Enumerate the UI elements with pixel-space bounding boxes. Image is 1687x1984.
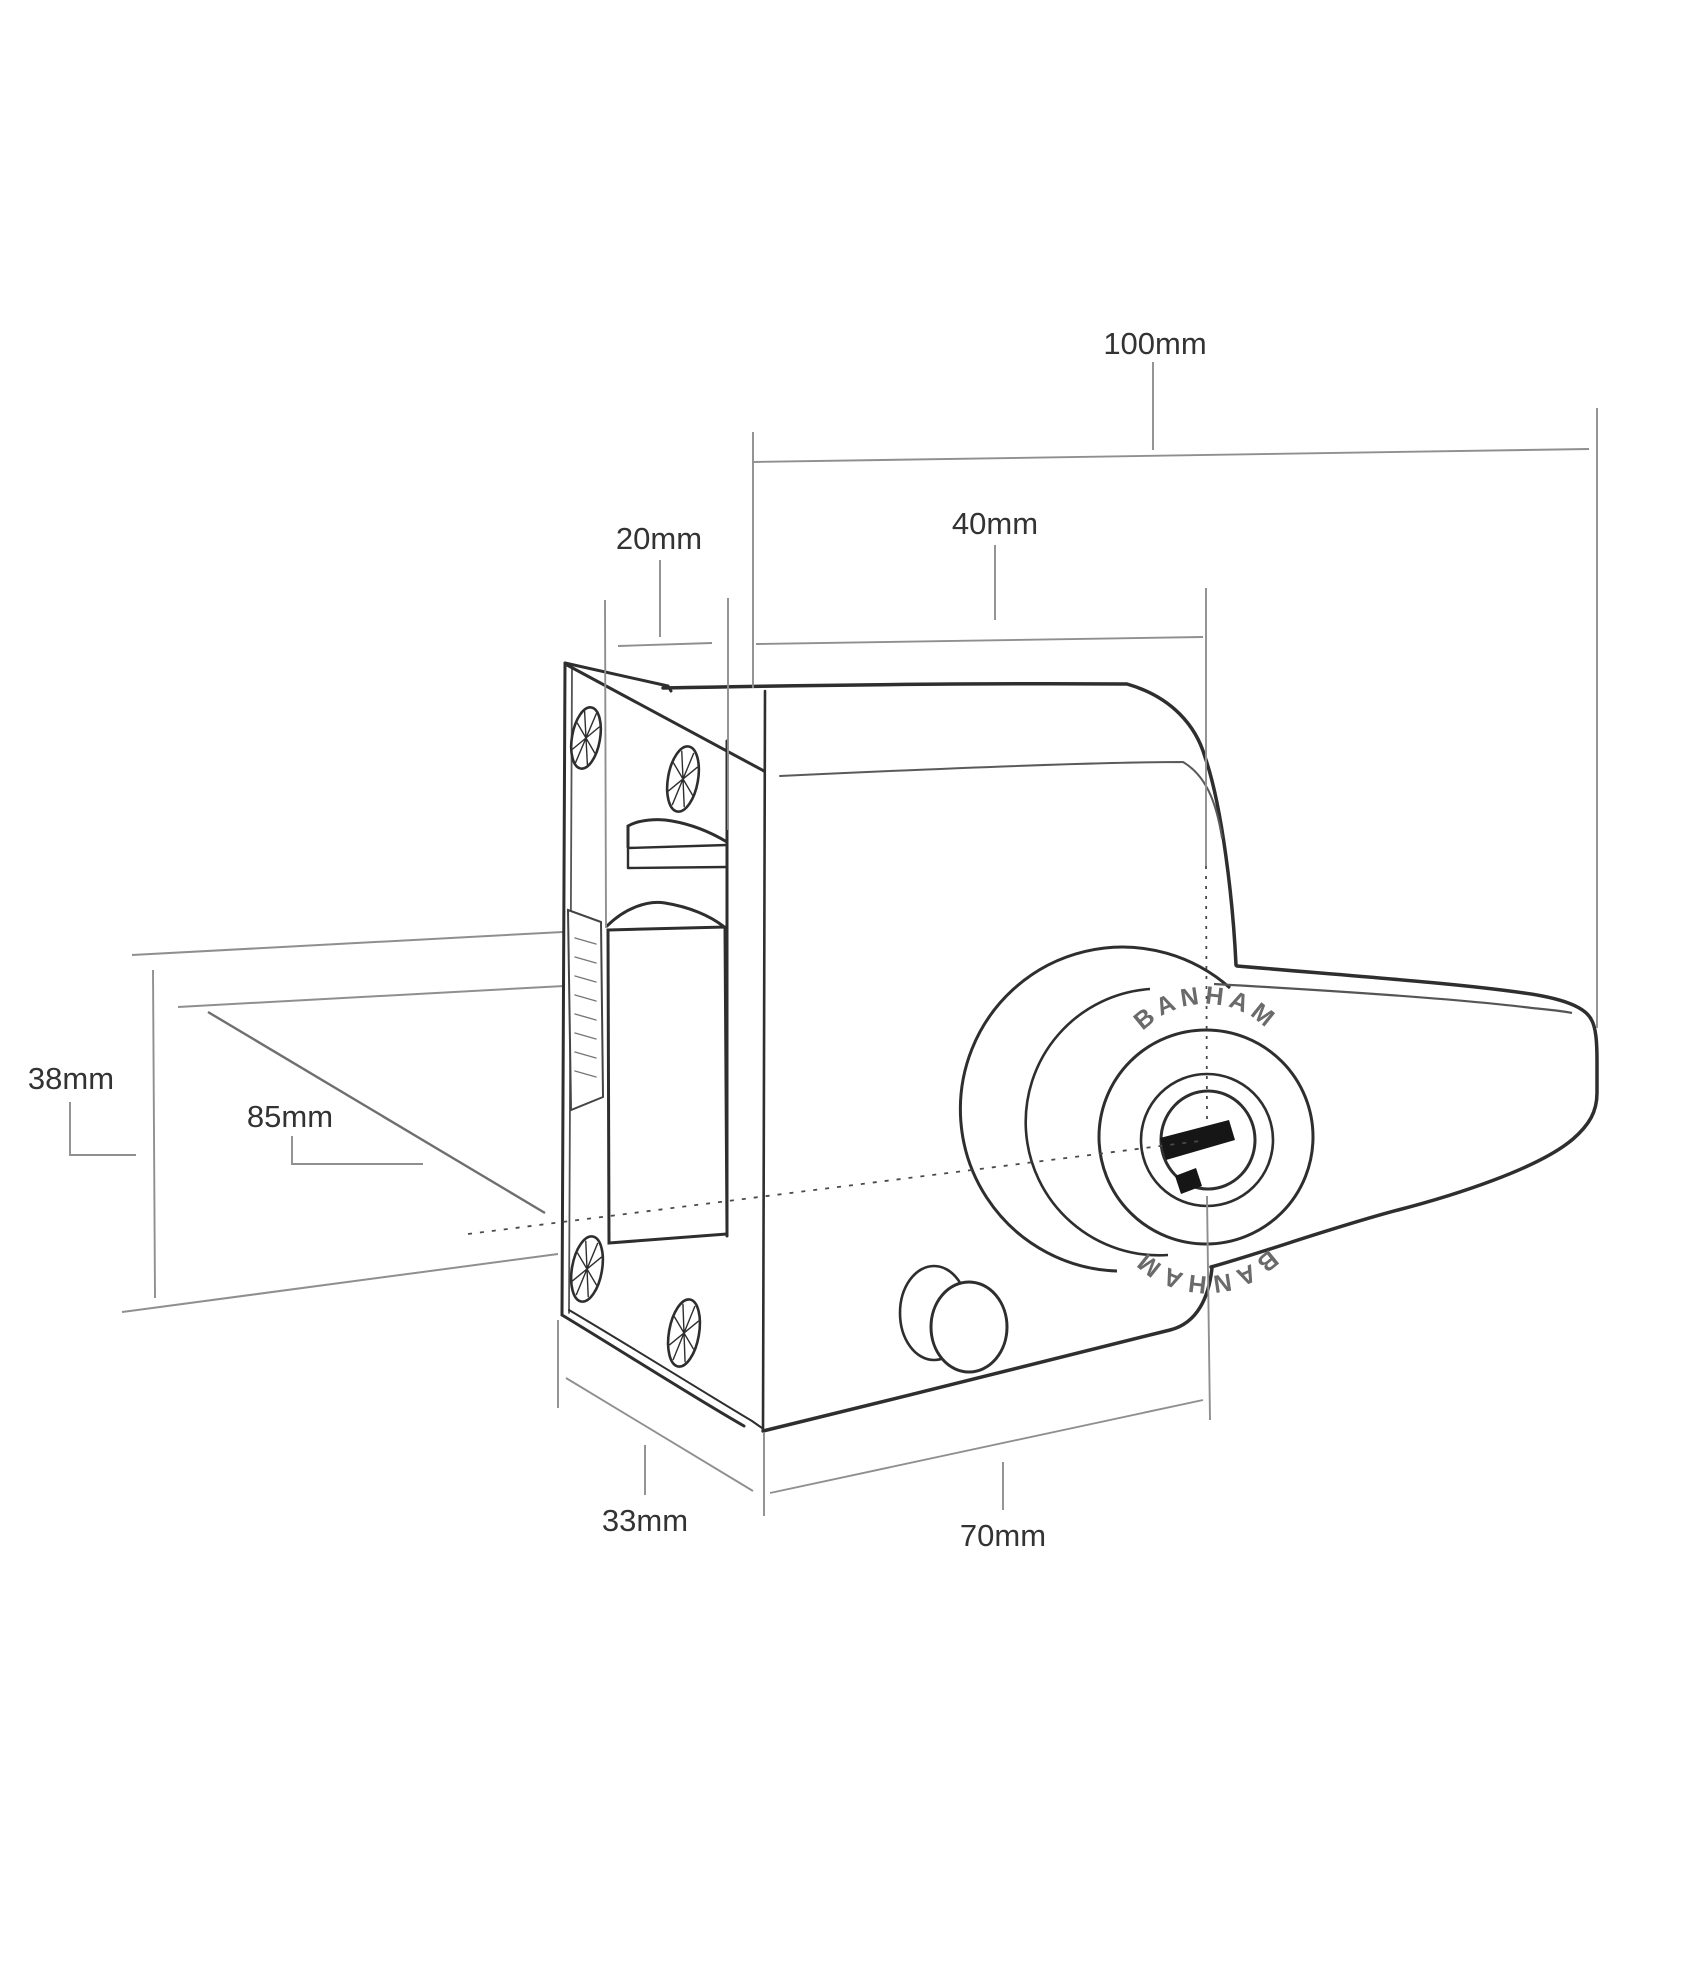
dim-40mm-label: 40mm [952, 506, 1038, 541]
dim-85mm-label: 85mm [247, 1099, 333, 1134]
strike-plate [560, 661, 766, 1429]
cylinder-boss-rings [958, 945, 1231, 1273]
dim-38mm-leader [69, 1102, 136, 1156]
body-left-edge [761, 689, 767, 1433]
dim-38mm-line [152, 969, 156, 1299]
plate-bottom-bevel-inner [568, 1309, 763, 1429]
bolt-cutout [606, 925, 729, 1245]
dimensions [69, 362, 1598, 1516]
dim-85mm [291, 1136, 423, 1165]
dim-40mm-ext-right-lower [1206, 1195, 1211, 1421]
dim-38mm-label: 38mm [28, 1061, 114, 1096]
backset-diagonal-line [207, 1010, 546, 1215]
dim-100mm [752, 362, 1598, 1028]
dim-38mm [69, 969, 156, 1299]
plate-label-text-lines [574, 937, 597, 1078]
door-edge-inner-line [177, 985, 565, 1008]
dimension-labels: 100mm 40mm 20mm 38mm 85mm 33mm 70mm [28, 326, 1207, 1553]
plate-angled-top-edge [565, 663, 766, 773]
center-lines [467, 865, 1208, 1235]
body-top-chamfer-line [779, 760, 1223, 839]
dim-20mm-label: 20mm [616, 521, 702, 556]
keyhole-slot [1160, 1120, 1235, 1160]
latch-ramp-lower [605, 900, 725, 928]
screw-top-left-icon [569, 706, 603, 770]
dim-20mm-ext-left [604, 599, 607, 929]
body-top-edge [661, 681, 1238, 967]
door-edge-bottom-line [121, 1253, 559, 1313]
plate-bottom-bevel [560, 1313, 746, 1428]
plate-screws [569, 706, 702, 1368]
latch-ramp-upper [626, 818, 729, 849]
screw-bottom-right-icon [666, 1298, 702, 1368]
body-bottom-edge [761, 1266, 1214, 1433]
thumbturn-handle [1209, 964, 1599, 1269]
door-edge-lines [121, 931, 565, 1313]
dim-20mm [604, 560, 729, 929]
keyhole-slot-nub [1175, 1168, 1202, 1194]
dim-85mm-leader [291, 1136, 423, 1165]
locking-button-front [929, 1280, 1009, 1374]
handle-outline [1209, 964, 1599, 1269]
locking-button [898, 1264, 1009, 1374]
dim-100mm-label: 100mm [1103, 326, 1206, 361]
dim-20mm-line [617, 642, 713, 647]
boss-outer-ring [958, 945, 1231, 1273]
latch-ramp-upper-base [626, 843, 729, 870]
dim-70mm [769, 1399, 1204, 1510]
lock-body [661, 681, 1238, 1433]
dim-70mm-label: 70mm [960, 1518, 1046, 1553]
screw-top-right-icon [665, 745, 701, 813]
plate-label-sticker [566, 908, 605, 1112]
horizontal-centerline-dotted [467, 1140, 1201, 1235]
plate-top-edge [563, 661, 673, 693]
screw-bottom-left-icon [569, 1235, 605, 1303]
plate-left-edge [560, 661, 567, 1317]
plate-label [566, 908, 605, 1112]
dim-33mm [557, 1320, 765, 1516]
dim-40mm [755, 545, 1211, 1421]
dim-40mm-line [755, 636, 1204, 645]
handle-top-chamfer-line [1213, 982, 1573, 1015]
dim-33mm-label: 33mm [602, 1503, 688, 1538]
dim-100mm-line [752, 448, 1590, 463]
handle-fill [1211, 966, 1597, 1267]
door-edge-top-line [131, 931, 564, 956]
dim-33mm-line [565, 1377, 754, 1492]
boss-middle-ring [1024, 987, 1169, 1257]
dim-70mm-line [769, 1399, 1204, 1494]
